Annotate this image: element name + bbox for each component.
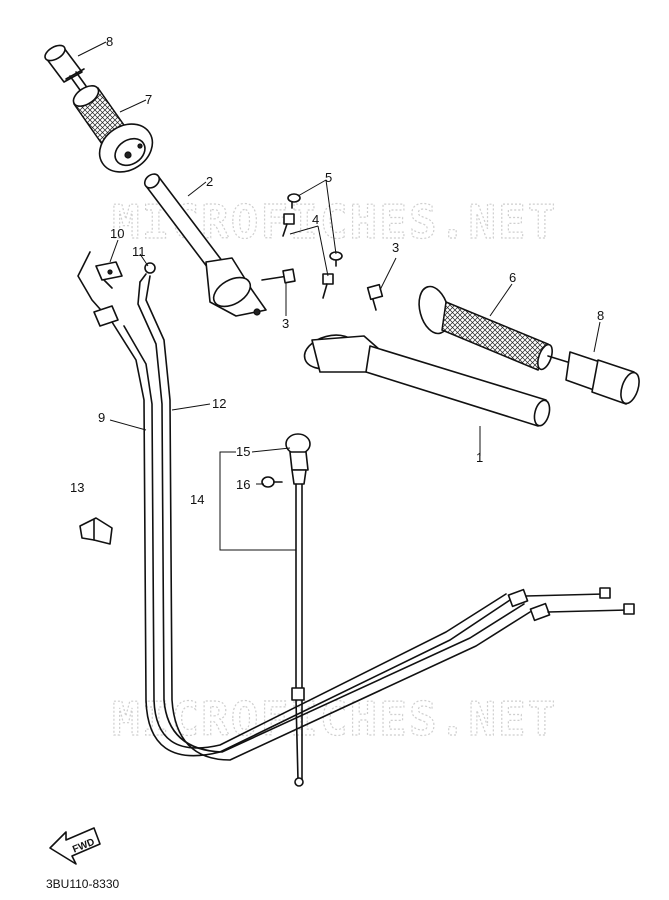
cap-5b (329, 251, 343, 267)
callout-8-right: 8 (597, 308, 604, 323)
callout-5: 5 (325, 170, 332, 185)
throttle-cable-12 (137, 275, 531, 761)
cap-5a (287, 193, 301, 209)
throttle-grip (72, 85, 154, 173)
callout-9: 9 (98, 410, 105, 425)
callout-1: 1 (476, 450, 483, 465)
callout-13: 13 (70, 480, 84, 495)
grip-left (418, 285, 553, 371)
callout-3-right: 3 (392, 240, 399, 255)
callout-4: 4 (312, 212, 319, 227)
cable-ends (507, 587, 635, 622)
callout-3-left: 3 (282, 316, 289, 331)
choke-cable (291, 483, 305, 787)
callout-2: 2 (206, 174, 213, 189)
callout-12: 12 (212, 396, 226, 411)
callout-10: 10 (110, 226, 124, 241)
screw-4b (322, 273, 334, 299)
screw-4a (282, 213, 295, 237)
cable-clamp-13 (79, 517, 113, 545)
callout-16: 16 (236, 477, 250, 492)
diagram-code: 3BU110-8330 (46, 877, 119, 891)
callout-15: 15 (236, 444, 250, 459)
bracket-14 (219, 451, 296, 551)
callout-8-top: 8 (106, 34, 113, 49)
clamp-bolt-b (366, 283, 384, 311)
screw-16 (261, 476, 283, 488)
fwd-arrow-icon: FWD (49, 827, 101, 865)
bar-end-weight-left (44, 44, 87, 91)
callout-7: 7 (145, 92, 152, 107)
handlebar-right (143, 173, 267, 317)
leader-lines (77, 41, 601, 485)
handlebar-left (303, 334, 551, 427)
cable-holder-10 (95, 261, 123, 289)
callout-6: 6 (509, 270, 516, 285)
callout-11: 11 (132, 244, 146, 259)
choke-lever-15 (285, 433, 311, 485)
clamp-bolt-a (261, 268, 296, 284)
bar-end-weight-right (547, 351, 640, 405)
callout-14: 14 (190, 492, 204, 507)
